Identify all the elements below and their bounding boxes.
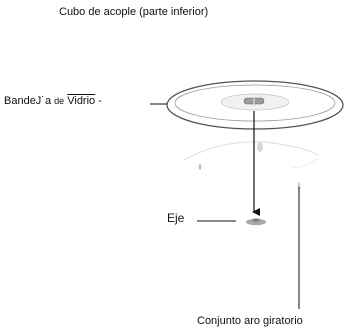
diagram-title: Cubo de acople (parte inferior) [59, 6, 209, 18]
rotating-ring-arc-lower [291, 157, 319, 169]
rotating-ring-roller [257, 142, 263, 152]
rotating-ring-arc [183, 141, 319, 161]
glass-tray-label-part-2: de [54, 96, 65, 106]
glass-tray-inner-lip [174, 84, 336, 122]
axle-top [252, 218, 260, 222]
glass-tray-label-part-3: Vidrio [67, 95, 96, 107]
glass-tray-label-part-1: BandeJ˙a [4, 95, 55, 107]
axle-shaft [246, 218, 266, 226]
rotating-ring-label: Conjunto aro giratorio [197, 315, 303, 327]
rotating-ring-roller-right [297, 182, 301, 190]
glass-tray-label-part-4: - [95, 95, 102, 107]
rotating-ring-roller-left [198, 164, 202, 170]
axle-label: Eje [167, 211, 185, 225]
glass-tray-label: BandeJ˙a de Vidrio - [4, 95, 102, 108]
